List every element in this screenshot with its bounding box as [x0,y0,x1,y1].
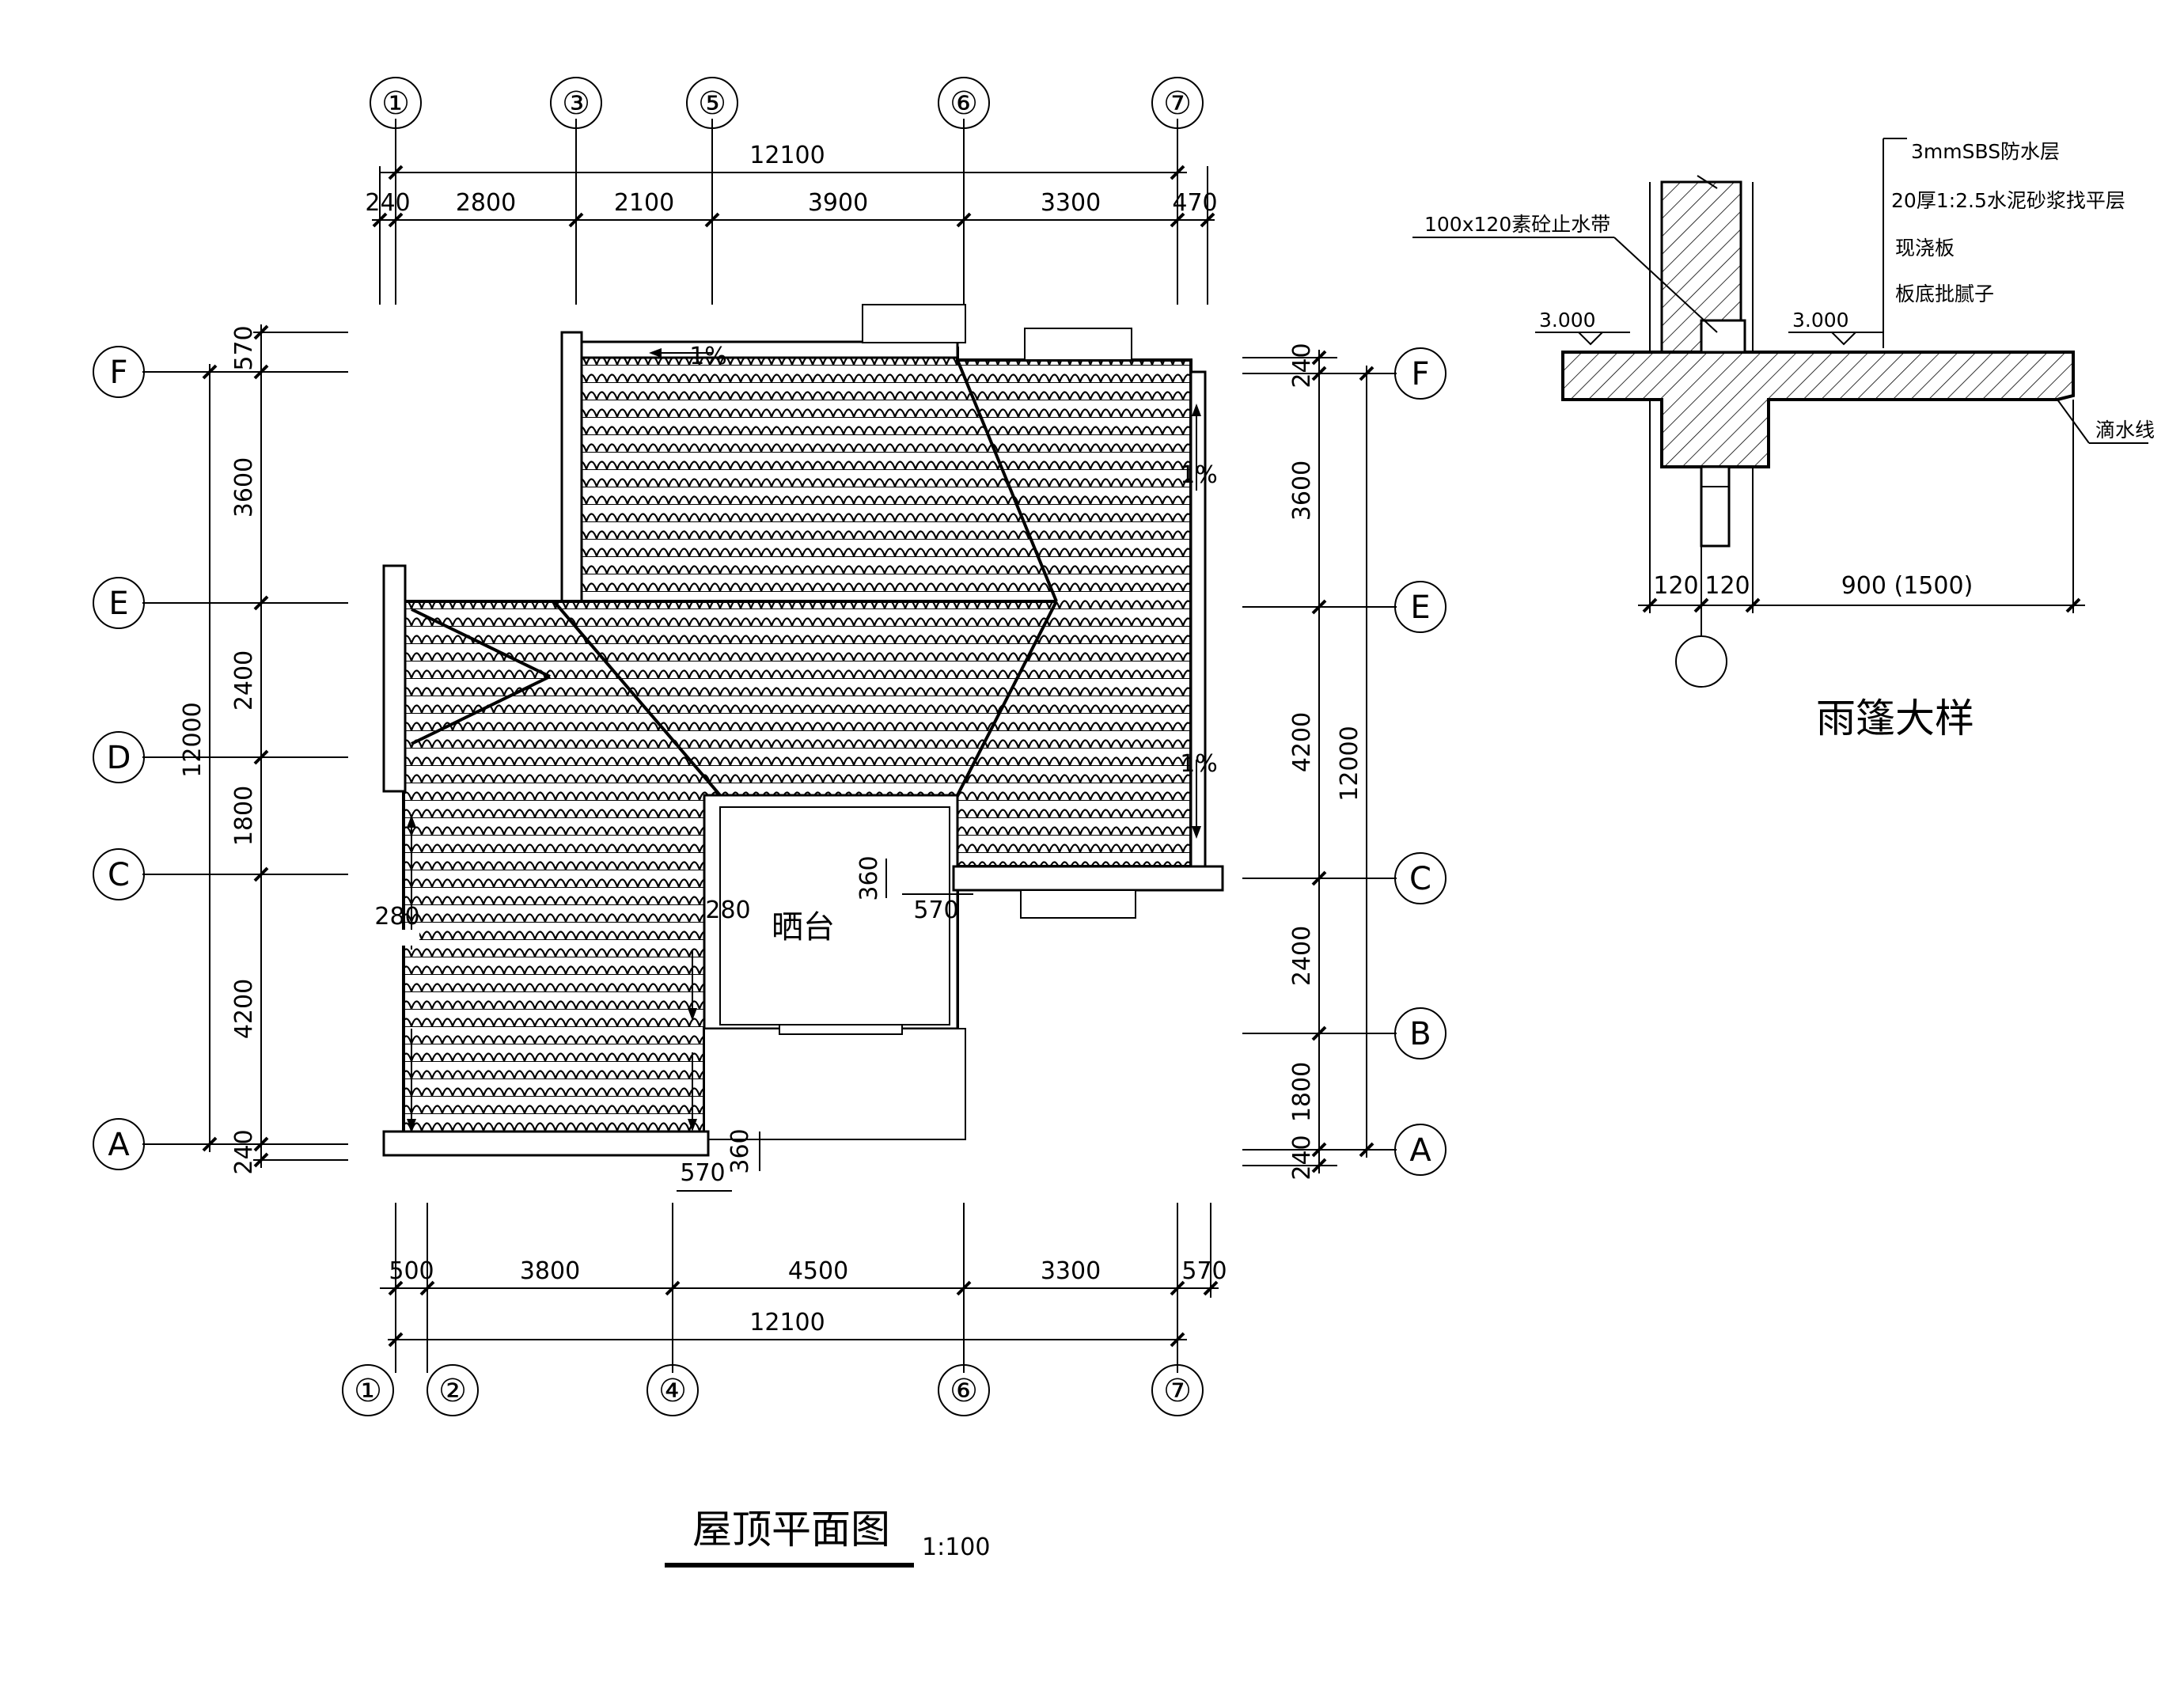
detail-dim-canopy: 900 (1500) [1841,572,1974,600]
axis-f-left: F [109,354,127,391]
dim-left-2: 3600 [230,457,258,517]
dim-local-360-bottom: 360 [726,1128,754,1173]
canopy-detail: 3mmSBS防水层 20厚1:2.5水泥砂浆找平层 现浇板 板底批腻子 100x… [1412,138,2155,741]
dim-right-5: 1800 [1288,1062,1316,1122]
axis-c-right: C [1409,861,1431,897]
dim-bottom-3: 4500 [788,1257,848,1285]
dim-top-2: 2800 [456,189,516,217]
axis-2-bottom: ② [438,1373,467,1409]
axis-7-top: ⑦ [1163,85,1192,122]
axis-7-bottom: ⑦ [1163,1373,1192,1409]
bottom-axis-bubbles: ① ② ④ ⑥ ⑦ [342,1364,1204,1416]
dim-local-360-balcony: 360 [855,855,883,900]
left-dimension-lines [202,324,269,1168]
dim-top-4: 3900 [808,189,868,217]
slope-labels: 1% 1% 1% [689,343,1218,778]
axis-e-right: E [1410,590,1430,626]
dim-left-6: 240 [230,1129,258,1174]
axis-d-left: D [107,740,131,776]
dim-local-280-left: 280 [374,903,419,931]
parapets [382,304,1224,1157]
bottom-dimension-text: 500 3800 4500 3300 570 12100 [389,1257,1227,1336]
dim-right-2: 3600 [1288,461,1316,521]
axis-a-left: A [108,1127,130,1163]
axis-1-top: ① [381,85,410,122]
dim-top-3: 2100 [614,189,674,217]
dim-right-total: 12000 [1336,726,1363,801]
dim-left-1: 570 [230,325,258,370]
dim-top-5: 3300 [1041,189,1101,217]
plan-title-block: 屋顶平面图 1:100 [665,1507,990,1568]
ridges [411,359,1058,797]
dim-local-280-right: 280 [705,897,750,924]
slope-mark-right-upper: 1% [1180,461,1218,489]
detail-note-putty: 板底批腻子 [1895,282,1994,305]
axis-e-left: E [108,586,128,622]
roof-outline [402,347,1192,1145]
detail-note-screed: 20厚1:2.5水泥砂浆找平层 [1891,189,2125,212]
axis-4-bottom: ④ [658,1373,687,1409]
dim-bottom-2: 3800 [520,1257,580,1285]
top-dimension-text: 12100 240 2800 2100 3900 3300 470 [365,142,1217,217]
dim-left-4: 1800 [230,786,258,846]
dim-right-6: 240 [1288,1135,1316,1180]
dim-right-4: 2400 [1288,926,1316,986]
detail-drip-label: 滴水线 [2095,419,2155,442]
plan-scale: 1:100 [922,1533,990,1561]
detail-dim-wall-1: 120 [1653,572,1698,600]
detail-title: 雨篷大样 [1816,696,1974,741]
dim-right-3: 4200 [1288,712,1316,772]
axis-c-left: C [108,857,130,893]
axis-a-right: A [1409,1132,1431,1169]
dim-top-6: 470 [1172,189,1217,217]
top-dimension-lines [372,165,1215,228]
top-axis-bubbles: ① ③ ⑤ ⑥ ⑦ [370,77,1204,129]
roof-plan: ① ③ ⑤ ⑥ ⑦ ① ② ④ ⑥ ⑦ F E D [93,77,1447,1568]
dim-top-total: 12100 [749,142,825,169]
vertical-axis-lines [379,119,1211,1373]
left-dimension-text: 12000 570 3600 2400 1800 4200 240 [179,325,258,1174]
detail-elevation-right: 3.000 [1792,309,1849,332]
dim-bottom-4: 3300 [1041,1257,1101,1285]
slope-mark-right-lower: 1% [1180,750,1218,778]
dim-bottom-total: 12100 [749,1309,825,1336]
detail-elevation-left: 3.000 [1539,309,1596,332]
detail-dim-wall-2: 120 [1704,572,1750,600]
axis-b-right: B [1409,1016,1431,1052]
dim-bottom-5: 570 [1181,1257,1227,1285]
slope-mark-top: 1% [689,343,727,370]
plan-title: 屋顶平面图 [692,1507,890,1552]
right-dimension-text: 240 3600 4200 2400 1800 240 12000 [1288,343,1363,1180]
detail-note-slab: 现浇板 [1895,237,1955,260]
dim-local-570-bottom: 570 [680,1159,725,1187]
dim-right-1: 240 [1288,343,1316,388]
dim-left-5: 4200 [230,979,258,1039]
axis-6-bottom: ⑥ [950,1373,978,1409]
dim-bottom-1: 500 [389,1257,434,1285]
drainage-arrows [407,348,1201,1132]
dim-left-total: 12000 [179,702,207,777]
axis-5-top: ⑤ [698,85,726,122]
detail-note-sbs: 3mmSBS防水层 [1911,140,2060,163]
axis-3-top: ③ [562,85,590,122]
axis-6-top: ⑥ [950,85,978,122]
axis-f-right: F [1411,356,1429,392]
bottom-dimension-lines [380,1280,1219,1348]
local-dimension-text: 280 280 360 570 360 570 [372,855,973,1192]
dim-top-1: 240 [365,189,410,217]
detail-waterstop-label: 100x120素砼止水带 [1424,213,1610,236]
right-axis-bubbles: F E C B A [1394,347,1447,1176]
right-dimension-lines [1311,350,1374,1173]
axis-1-bottom: ① [354,1373,382,1409]
dim-left-3: 2400 [230,650,258,711]
left-axis-bubbles: F E D C A [93,346,145,1170]
balcony-label: 晒台 [772,909,835,946]
dim-local-570-balcony: 570 [913,897,958,924]
